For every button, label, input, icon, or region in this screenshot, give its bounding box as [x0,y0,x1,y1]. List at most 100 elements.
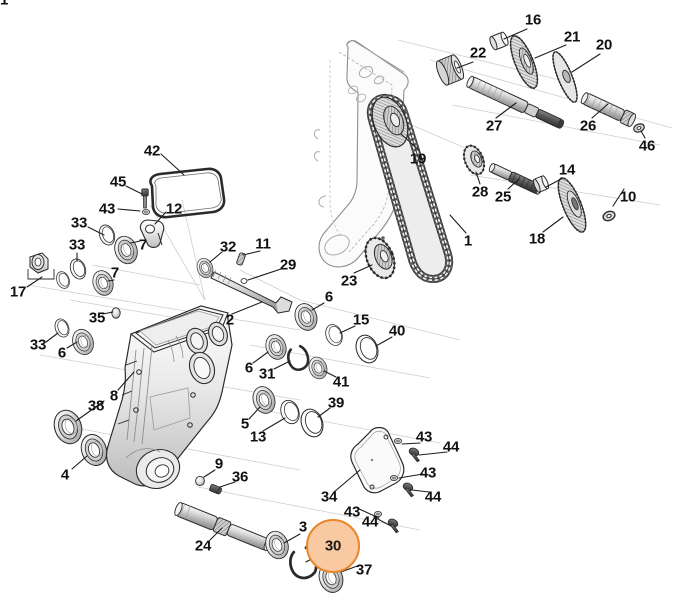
callout-part-43[interactable]: 43 [419,464,437,482]
callout-part-18[interactable]: 18 [528,230,546,248]
leader-lines [26,28,646,573]
gear-housing-8 [105,305,233,489]
callout-part-15[interactable]: 15 [352,311,370,329]
callout-part-23[interactable]: 23 [340,272,358,290]
callout-part-7[interactable]: 7 [110,264,120,282]
callout-part-42[interactable]: 42 [143,142,161,160]
callout-part-20[interactable]: 20 [595,36,613,54]
callout-part-10[interactable]: 10 [619,188,637,206]
bearing-6-a [290,300,322,334]
callout-part-2[interactable]: 2 [225,311,235,329]
washer-43-top [141,208,151,216]
callout-part-7[interactable]: 7 [138,236,148,254]
callout-part-5[interactable]: 5 [240,415,250,433]
washer-10 [600,208,618,224]
callout-part-33[interactable]: 33 [70,214,88,232]
callout-part-30[interactable]: 30 [324,537,342,555]
shaft-24 [174,501,272,552]
callout-part-36[interactable]: 36 [231,468,249,486]
callout-part-27[interactable]: 27 [485,117,503,135]
shaft-seal-4 [76,430,112,470]
callout-part-41[interactable]: 41 [332,373,350,391]
bearing-41 [305,354,331,382]
sliding-sleeve-22 [435,54,465,86]
callout-part-26[interactable]: 26 [579,117,597,135]
callout-part-6[interactable]: 6 [244,359,254,377]
callout-part-12[interactable]: 12 [165,200,183,218]
callout-part-44[interactable]: 44 [361,513,379,531]
callout-part-28[interactable]: 28 [471,183,489,201]
callout-part-35[interactable]: 35 [88,309,106,327]
breather-17 [27,252,55,280]
callout-part-33[interactable]: 33 [68,236,86,254]
shaft-27 [466,75,565,129]
gear-wheel-21 [509,35,539,89]
callout-part-8[interactable]: 8 [109,387,119,405]
ring-40 [351,331,383,367]
callout-part-11[interactable]: 11 [255,235,271,253]
callout-part-44[interactable]: 44 [424,488,442,506]
callout-part-4[interactable]: 4 [60,466,70,484]
callout-part-32[interactable]: 32 [219,238,237,256]
shaft-25 [488,163,543,195]
gasket-42 [149,167,226,219]
callout-part-43[interactable]: 43 [415,428,433,446]
callout-part-33[interactable]: 33 [29,336,47,354]
callout-part-1[interactable]: 1 [463,232,473,250]
shift-rod-2 [210,269,293,314]
callout-part-16[interactable]: 16 [524,11,542,29]
chain-sprocket-23 [364,236,396,280]
callout-part-43[interactable]: 43 [343,503,361,521]
screw-44-c [384,517,403,534]
screw-44-b [399,481,418,498]
callout-part-6[interactable]: 6 [57,344,67,362]
callout-part-38[interactable]: 38 [87,397,105,415]
callout-part-22[interactable]: 22 [469,44,487,62]
ball-35 [111,307,121,319]
callout-part-31[interactable]: 31 [258,365,276,383]
callout-part-44[interactable]: 44 [442,438,460,456]
callout-part-3[interactable]: 3 [298,518,308,536]
shim-17b [53,269,73,291]
callout-part-29[interactable]: 29 [279,256,297,274]
callout-part-9[interactable]: 9 [214,455,224,473]
callout-part-37[interactable]: 37 [355,561,373,579]
gear-wheel-18 [557,177,587,233]
chain-sprocket-28 [462,144,486,176]
callout-part-13[interactable]: 13 [249,428,267,446]
roll-pin-11 [236,252,246,266]
bearing-3-bottom [261,527,293,563]
callout-part-45[interactable]: 45 [109,173,127,191]
callout-part-46[interactable]: 46 [638,137,656,155]
callout-part-24[interactable]: 24 [194,537,212,555]
callout-part-40[interactable]: 40 [388,322,406,340]
spacer-bushing-16 [489,31,509,51]
callout-part-19[interactable]: 19 [409,150,427,168]
shim-33-a [96,222,118,248]
ring-15 [322,321,346,349]
bearing-6-b [262,331,290,363]
ball-9 [195,475,205,487]
ring-39 [296,405,328,441]
washer-46 [631,121,647,135]
highlight-circle-part-30 [306,519,360,573]
callout-part-6[interactable]: 6 [324,288,334,306]
callout-part-17[interactable]: 17 [9,283,27,301]
shim-33-b [67,256,89,282]
callout-part-21[interactable]: 21 [563,28,581,46]
shift-lever-12 [139,219,165,248]
chain-sprocket-19 [371,96,409,148]
callout-part-14[interactable]: 14 [558,161,576,179]
bearing-7-upper [110,232,142,268]
retaining-ring-31 [286,344,310,372]
callout-part-39[interactable]: 39 [327,394,345,412]
shaft-26 [580,92,636,128]
shim-33-c [52,316,72,340]
spacer-bushing-14 [533,175,549,193]
callout-part-25[interactable]: 25 [494,188,512,206]
callout-part-34[interactable]: 34 [320,488,338,506]
callout-part-43[interactable]: 43 [98,200,116,218]
callout-part-71[interactable]: 71 [0,0,9,9]
